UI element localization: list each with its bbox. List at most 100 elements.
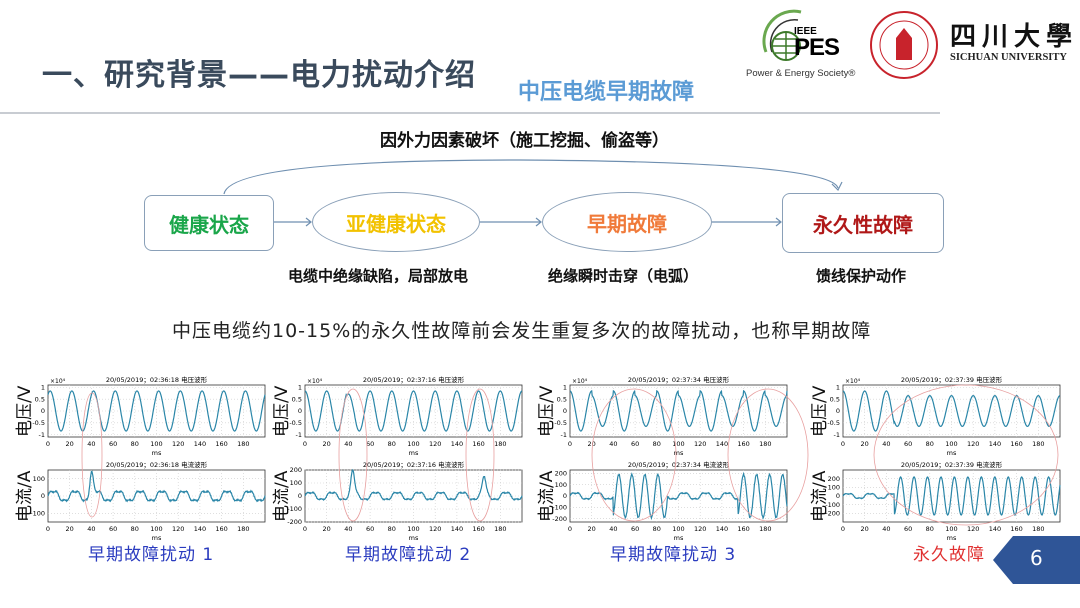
y-tick-label: 200 (290, 466, 302, 474)
y-tick-label: 100 (828, 484, 840, 492)
y-tick-label: 0.5 (557, 395, 567, 403)
external-damage-label: 因外力因素破坏（施工挖掘、偷盗等） (380, 131, 669, 151)
x-tick-label: 20 (861, 525, 869, 533)
x-tick-label: 120 (694, 440, 706, 448)
x-tick-label: 80 (388, 440, 396, 448)
x-tick-label: 180 (494, 440, 506, 448)
y-tick-label: 200 (828, 475, 840, 483)
x-tick-label: 120 (694, 525, 706, 533)
plot-title: 20/05/2019；02:37:34 电压波形 (628, 375, 730, 384)
x-tick-label: 60 (366, 525, 374, 533)
y-tick-label: -100 (825, 501, 840, 509)
y-axis-label: 电压/V (537, 385, 557, 437)
note-early-fault: 绝缘瞬时击穿（电弧） (548, 267, 699, 285)
x-tick-label: 80 (131, 525, 139, 533)
x-tick-label: 80 (131, 440, 139, 448)
y-tick-label: 100 (33, 475, 45, 483)
page-title: 一、研究背景——电力扰动介绍 (42, 58, 476, 93)
x-tick-label: 0 (46, 525, 50, 533)
note-subhealthy: 电缆中绝缘缺陷，局部放电 (288, 267, 469, 285)
sichuan-seal-logo (869, 10, 939, 80)
plot-title: 20/05/2019；02:37:16 电压波形 (363, 375, 465, 384)
x-tick-label: 80 (926, 440, 934, 448)
x-tick-label: 160 (215, 525, 227, 533)
x-tick-label: 60 (904, 440, 912, 448)
y-exponent: ×10⁴ (50, 378, 66, 385)
x-tick-label: 80 (653, 440, 661, 448)
x-tick-label: 60 (631, 525, 639, 533)
y-exponent: ×10⁴ (572, 378, 588, 385)
x-axis-label: ms (947, 449, 957, 457)
x-tick-label: 120 (429, 440, 441, 448)
y-tick-label: 100 (290, 479, 302, 487)
x-tick-label: 120 (172, 525, 184, 533)
pes-text: PES (794, 34, 840, 61)
header-divider (0, 112, 940, 114)
x-tick-label: 160 (737, 525, 749, 533)
x-tick-label: 180 (759, 440, 771, 448)
x-tick-label: 40 (609, 525, 617, 533)
x-tick-label: 100 (407, 440, 419, 448)
x-tick-label: 20 (323, 440, 331, 448)
y-tick-label: 0.5 (292, 395, 302, 403)
x-tick-label: 140 (716, 525, 728, 533)
y-tick-label: 100 (555, 481, 567, 489)
flow-arrows (223, 159, 843, 227)
x-tick-label: 60 (109, 525, 117, 533)
panel-caption: 早期故障扰动 3 (610, 545, 737, 565)
plot-title: 20/05/2019；02:37:39 电压波形 (901, 375, 1003, 384)
plot-title: 20/05/2019；02:36:18 电流波形 (106, 460, 208, 469)
x-tick-label: 40 (882, 525, 890, 533)
x-tick-label: 40 (344, 525, 352, 533)
x-tick-label: 20 (323, 525, 331, 533)
y-tick-label: -200 (825, 510, 840, 518)
y-tick-label: -200 (287, 518, 302, 526)
y-tick-label: -1 (561, 431, 567, 439)
x-tick-label: 80 (926, 525, 934, 533)
y-tick-label: -0.5 (289, 419, 302, 427)
x-tick-label: 60 (904, 525, 912, 533)
arrow-2 (480, 217, 542, 227)
description-text: 中压电缆约10-15%的永久性故障前会发生重复多次的故障扰动，也称早期故障 (172, 320, 872, 342)
page-subtitle: 中压电缆早期故障 (518, 80, 695, 105)
plot-title: 20/05/2019；02:37:39 电流波形 (901, 460, 1003, 469)
y-axis-label: 电流/A (810, 470, 830, 522)
arrow-3 (712, 217, 782, 227)
page-badge (993, 536, 1080, 584)
x-tick-label: 40 (87, 525, 95, 533)
y-tick-label: 0 (836, 492, 840, 500)
y-tick-label: 0 (298, 407, 302, 415)
x-tick-label: 0 (841, 440, 845, 448)
x-tick-label: 0 (841, 525, 845, 533)
x-tick-label: 40 (87, 440, 95, 448)
x-tick-label: 140 (989, 525, 1001, 533)
y-tick-label: -100 (552, 504, 567, 512)
x-tick-label: 40 (344, 440, 352, 448)
state-label: 健康状态 (169, 212, 249, 237)
x-tick-label: 140 (989, 440, 1001, 448)
x-axis-label: ms (409, 534, 419, 542)
x-tick-label: 0 (568, 440, 572, 448)
x-tick-label: 140 (451, 440, 463, 448)
x-tick-label: 180 (494, 525, 506, 533)
x-tick-label: 20 (588, 525, 596, 533)
y-tick-label: -200 (552, 515, 567, 523)
sichuan-chinese-name: 四川大學 (950, 22, 1079, 52)
y-tick-label: 1 (41, 384, 45, 392)
x-tick-label: 20 (861, 440, 869, 448)
x-tick-label: 100 (407, 525, 419, 533)
state-subhealthy: 亚健康状态 (312, 192, 480, 252)
state-label: 早期故障 (587, 211, 667, 236)
x-axis-label: ms (674, 449, 684, 457)
x-tick-label: 20 (66, 440, 74, 448)
x-tick-label: 100 (945, 440, 957, 448)
state-label: 亚健康状态 (346, 211, 446, 236)
y-tick-label: 1 (563, 384, 567, 392)
y-tick-label: 0 (563, 407, 567, 415)
state-label: 永久性故障 (813, 212, 913, 237)
panel-caption: 早期故障扰动 2 (345, 545, 472, 565)
